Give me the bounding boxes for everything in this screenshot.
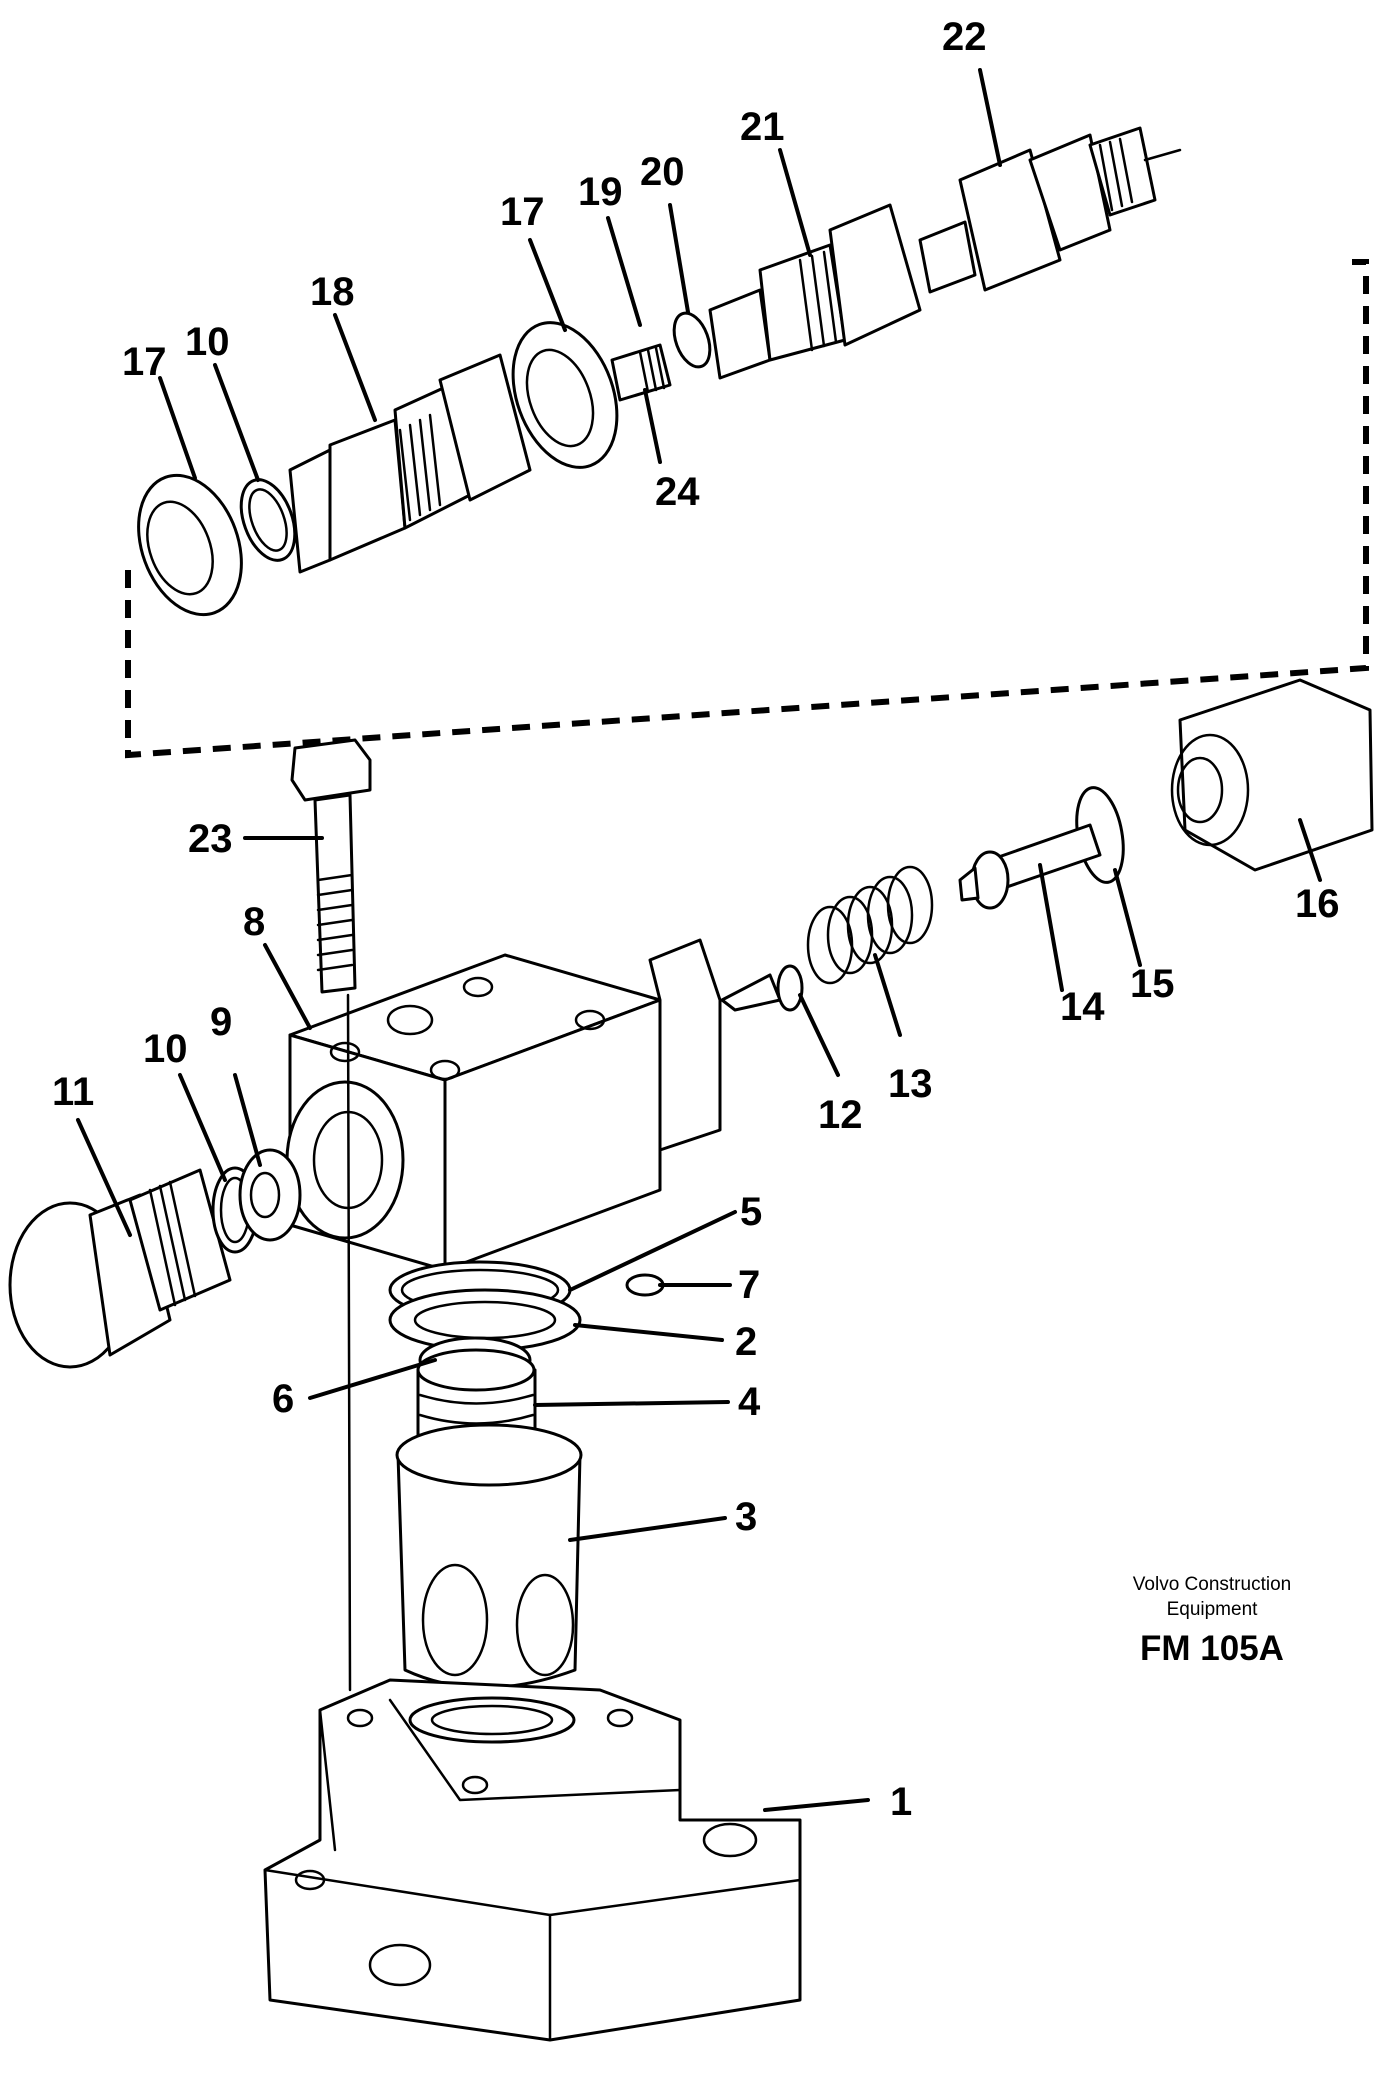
valve-body-8 [285, 938, 722, 1272]
ring-7 [625, 1273, 665, 1297]
callout-22: 22 [942, 15, 987, 59]
callout-1: 1 [890, 1780, 912, 1824]
nut-17-middle [511, 321, 619, 469]
upper-assembly [137, 126, 1182, 617]
callout-10-upper: 10 [185, 320, 230, 364]
callout-6: 6 [272, 1377, 294, 1421]
callout-2: 2 [735, 1320, 757, 1364]
callout-17-middle: 17 [500, 190, 545, 234]
callout-14: 14 [1060, 985, 1105, 1029]
poppet-12 [720, 964, 804, 1012]
callout-7: 7 [738, 1263, 760, 1307]
callout-19: 19 [578, 170, 623, 214]
fitting-21 [708, 203, 922, 380]
leader-lines [76, 68, 1322, 1812]
sleeve-9 [238, 1148, 302, 1242]
callout-labels: 1 2 3 4 5 6 7 8 9 10 10 11 12 13 14 15 1… [52, 15, 1340, 1824]
pin-14 [958, 823, 1102, 910]
callout-23: 23 [188, 817, 233, 861]
callout-9: 9 [210, 1000, 232, 1044]
callout-13: 13 [888, 1062, 933, 1106]
credit-line-1: Volvo Construction [1133, 1574, 1291, 1595]
callout-5: 5 [740, 1190, 762, 1234]
callout-10-lower: 10 [143, 1027, 188, 1071]
callout-21: 21 [740, 105, 785, 149]
credit-line-2: Equipment [1167, 1599, 1259, 1620]
spring-13 [806, 865, 934, 985]
nut-17-left [137, 473, 243, 617]
housing-16 [1170, 678, 1374, 872]
callout-4: 4 [738, 1380, 761, 1424]
callout-17-left: 17 [122, 340, 167, 384]
sleeve-3 [395, 1423, 583, 1689]
seal-ring-10-upper [239, 478, 297, 562]
callout-18: 18 [310, 270, 355, 314]
callout-15: 15 [1130, 962, 1175, 1006]
plug-11 [8, 1168, 232, 1369]
callout-16: 16 [1295, 882, 1340, 926]
drawing-code: FM 105A [1140, 1629, 1284, 1668]
drawing-credit: Volvo Construction Equipment FM 105A [1133, 1574, 1291, 1668]
callout-8: 8 [243, 900, 265, 944]
o-ring-20 [672, 311, 712, 369]
spool-19-24 [610, 343, 672, 402]
callout-20: 20 [640, 150, 685, 194]
bolt-23 [290, 738, 372, 1692]
fitting-22 [918, 126, 1182, 294]
base-1 [263, 1678, 802, 2042]
callout-11: 11 [52, 1070, 94, 1114]
callout-12: 12 [818, 1093, 863, 1137]
fitting-18 [288, 353, 532, 574]
assembly-dashed-connector [125, 259, 1369, 759]
callout-24: 24 [655, 470, 700, 514]
callout-3: 3 [735, 1495, 757, 1539]
